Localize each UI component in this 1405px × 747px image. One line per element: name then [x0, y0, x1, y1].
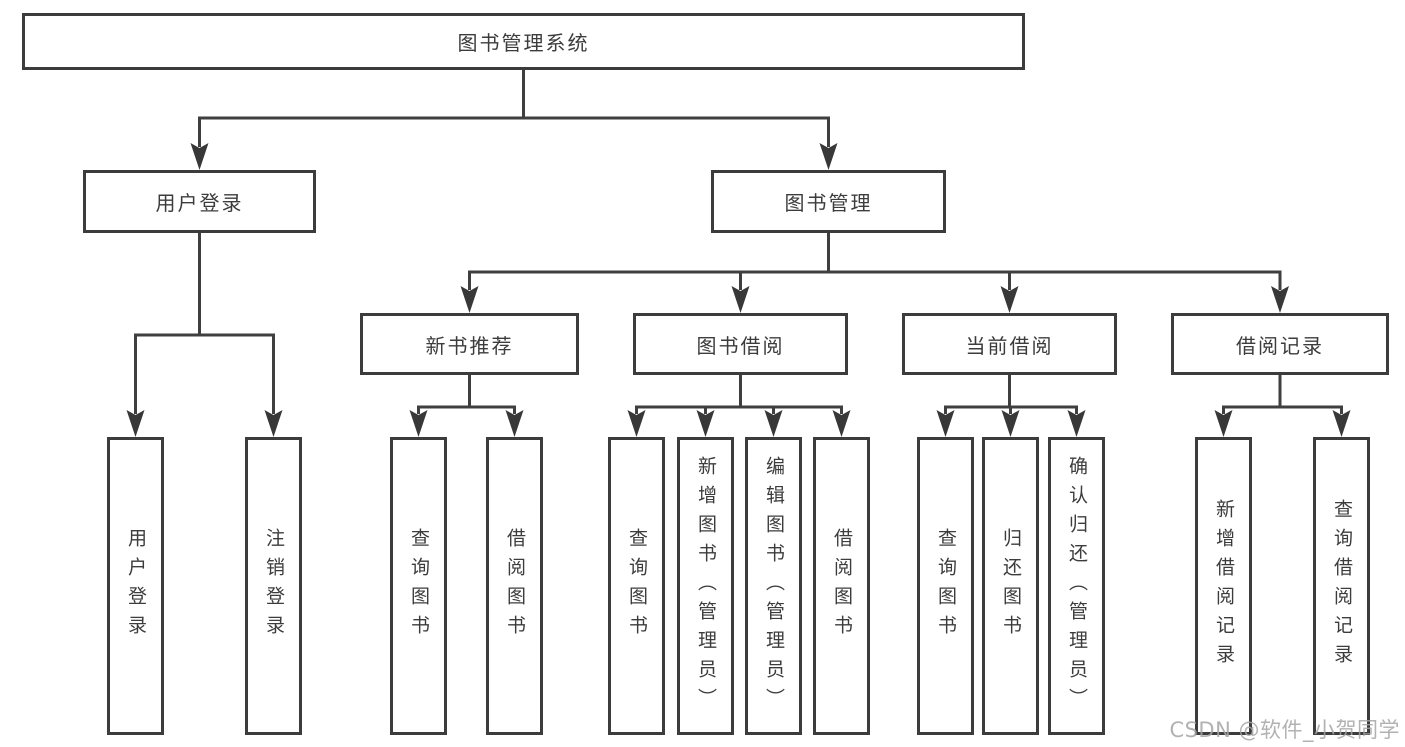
- node-leaf-newbook-query-books: 查询图书: [390, 437, 447, 735]
- connector-user-login-to-leaves: [126, 233, 283, 437]
- node-leaf-current-confirm-return-admin: 确认归还（管理员）: [1048, 437, 1105, 735]
- node-book-management: 图书管理: [711, 170, 946, 233]
- connector-book-borrow-to-leaves: [627, 375, 851, 437]
- connector-book-management-to-level3: [460, 233, 1289, 313]
- connector-current-borrow-to-leaves: [936, 375, 1086, 437]
- node-library-system: 图书管理系统: [22, 13, 1025, 70]
- node-leaf-records-add-borrow-record: 新增借阅记录: [1195, 437, 1252, 735]
- node-leaf-records-query-borrow-record: 查询借阅记录: [1313, 437, 1370, 735]
- node-leaf-borrow-borrow-books: 借阅图书: [813, 437, 870, 735]
- csdn-watermark: CSDN @软件_小贺同学: [1169, 718, 1400, 742]
- node-leaf-user-login: 用户登录: [107, 437, 164, 735]
- connector-new-book-recommend-to-leaves: [409, 375, 524, 437]
- node-new-book-recommend: 新书推荐: [360, 313, 579, 375]
- node-leaf-current-return-book: 归还图书: [982, 437, 1039, 735]
- connector-root-to-level2: [190, 68, 838, 170]
- node-current-borrow: 当前借阅: [902, 313, 1117, 375]
- node-leaf-newbook-borrow-books: 借阅图书: [486, 437, 543, 735]
- node-leaf-borrow-query-books: 查询图书: [608, 437, 665, 735]
- node-leaf-borrow-add-book-admin: 新增图书（管理员）: [677, 437, 734, 735]
- connector-borrow-records-to-leaves: [1214, 375, 1351, 437]
- node-leaf-borrow-edit-book-admin: 编辑图书（管理员）: [745, 437, 802, 735]
- node-book-borrow: 图书借阅: [633, 313, 848, 375]
- node-leaf-logout: 注销登录: [245, 437, 302, 735]
- node-borrow-records: 借阅记录: [1171, 313, 1389, 375]
- node-leaf-current-query-books: 查询图书: [917, 437, 974, 735]
- node-user-login: 用户登录: [83, 170, 316, 233]
